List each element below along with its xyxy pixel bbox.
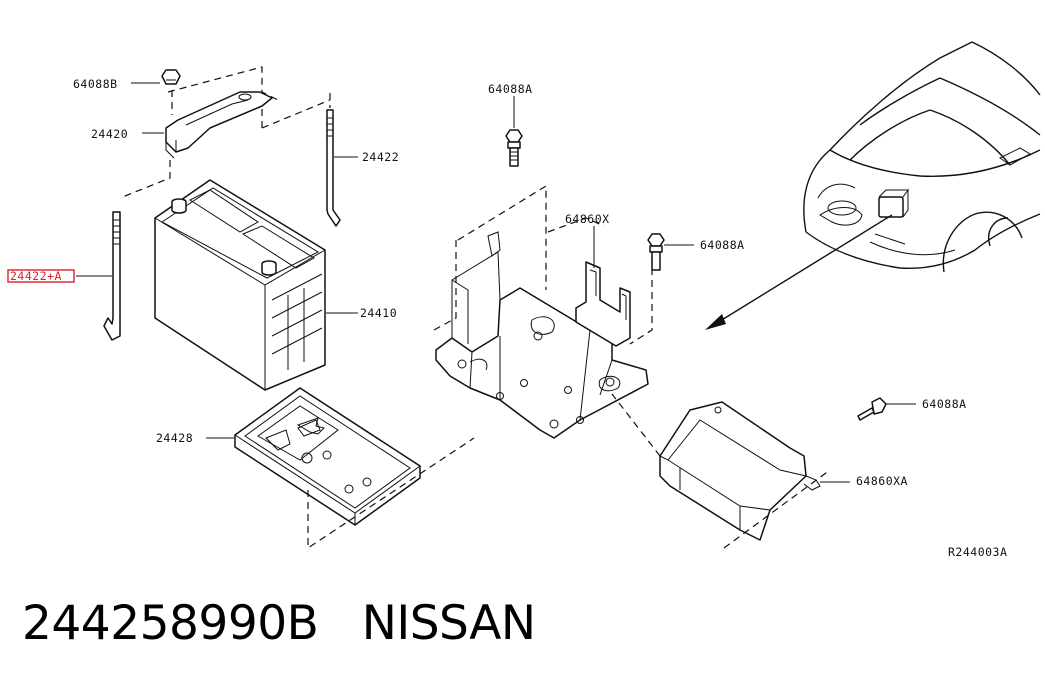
battery-bracket-24420 [119, 66, 331, 199]
car-front-illustration [705, 41, 1041, 330]
cover-64860xa [611, 393, 850, 549]
label-24420: 24420 [91, 127, 128, 141]
battery-24410 [154, 179, 358, 391]
label-24422a-highlighted[interactable]: 24422+A [10, 269, 62, 283]
hold-rod-24422a [76, 211, 121, 341]
label-24410: 24410 [360, 306, 397, 320]
holder-bracket-64860x [575, 226, 631, 347]
nut-64088b [131, 69, 181, 85]
battery-frame [433, 184, 653, 439]
label-64088a-low: 64088A [922, 397, 967, 411]
highlight-box [7, 269, 75, 283]
bolt-64088a-low [857, 397, 916, 421]
label-64860xa: 64860XA [856, 474, 908, 488]
part-number: 244258990B [22, 596, 319, 651]
brand-name: NISSAN [361, 596, 536, 651]
caption: 244258990B NISSAN [22, 596, 536, 651]
bolt-64088a-top [505, 96, 523, 167]
label-64088a-mid: 64088A [700, 238, 745, 252]
label-64088b: 64088B [73, 77, 118, 91]
label-24428: 24428 [156, 431, 193, 445]
hold-rod-24422 [326, 93, 358, 227]
label-64088a-top: 64088A [488, 82, 533, 96]
diagram-code: R244003A [948, 545, 1007, 559]
bolt-64088a-mid [647, 233, 694, 271]
battery-tray-24428 [206, 387, 475, 550]
label-64860x: 64860X [565, 212, 610, 226]
label-24422: 24422 [362, 150, 399, 164]
